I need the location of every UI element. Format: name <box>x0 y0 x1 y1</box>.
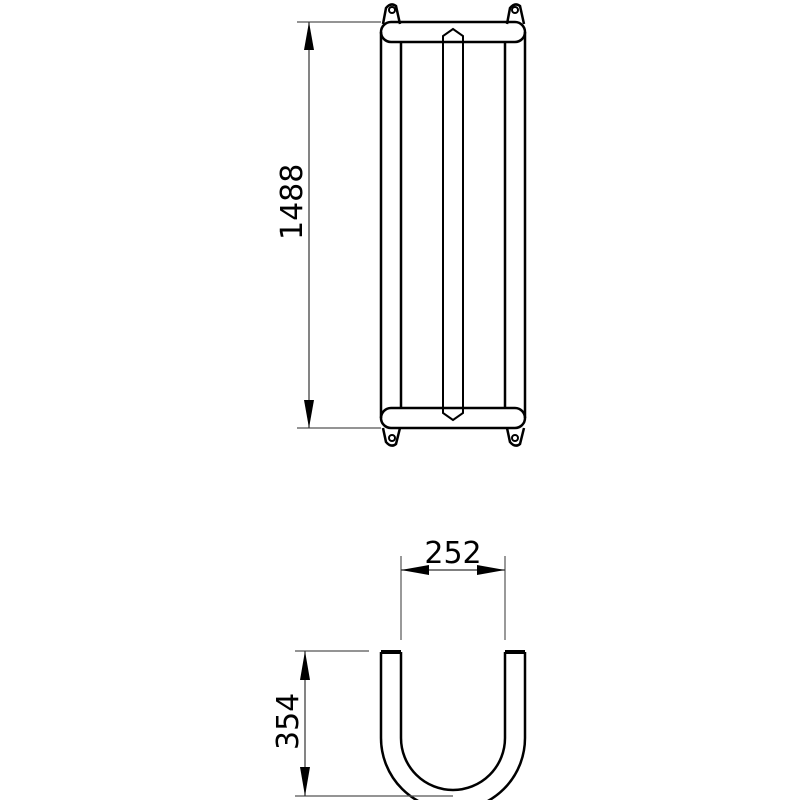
arrow-down-icon <box>300 767 310 796</box>
center-rail <box>442 27 464 422</box>
mount-hole-bottom-left <box>388 434 396 442</box>
arrow-up-icon <box>304 22 314 50</box>
width-label: 252 <box>424 536 481 571</box>
arrow-right-icon <box>477 565 505 575</box>
arrow-down-icon <box>304 400 314 428</box>
arrow-left-icon <box>401 565 429 575</box>
u-tube-outer <box>379 652 527 800</box>
mount-tab-bottom-right <box>505 427 526 447</box>
mount-tab-top-left <box>381 3 402 25</box>
mount-hole-top-right <box>511 6 519 14</box>
mount-hole-top-left <box>388 6 396 14</box>
mount-hole-bottom-right <box>511 434 519 442</box>
depth-dimension: 354 <box>271 650 453 797</box>
top-bar <box>379 20 527 44</box>
top-view <box>379 650 527 800</box>
mount-tab-bottom-left <box>381 427 402 447</box>
mount-tab-top-right <box>505 3 526 25</box>
front-view <box>379 3 527 447</box>
width-dimension: 252 <box>400 536 506 640</box>
u-tube-inner <box>399 652 507 792</box>
height-label: 1488 <box>275 164 310 240</box>
bottom-bar <box>379 406 527 430</box>
depth-label: 354 <box>271 693 306 750</box>
height-dimension: 1488 <box>275 21 381 429</box>
arrow-up-icon <box>300 651 310 680</box>
